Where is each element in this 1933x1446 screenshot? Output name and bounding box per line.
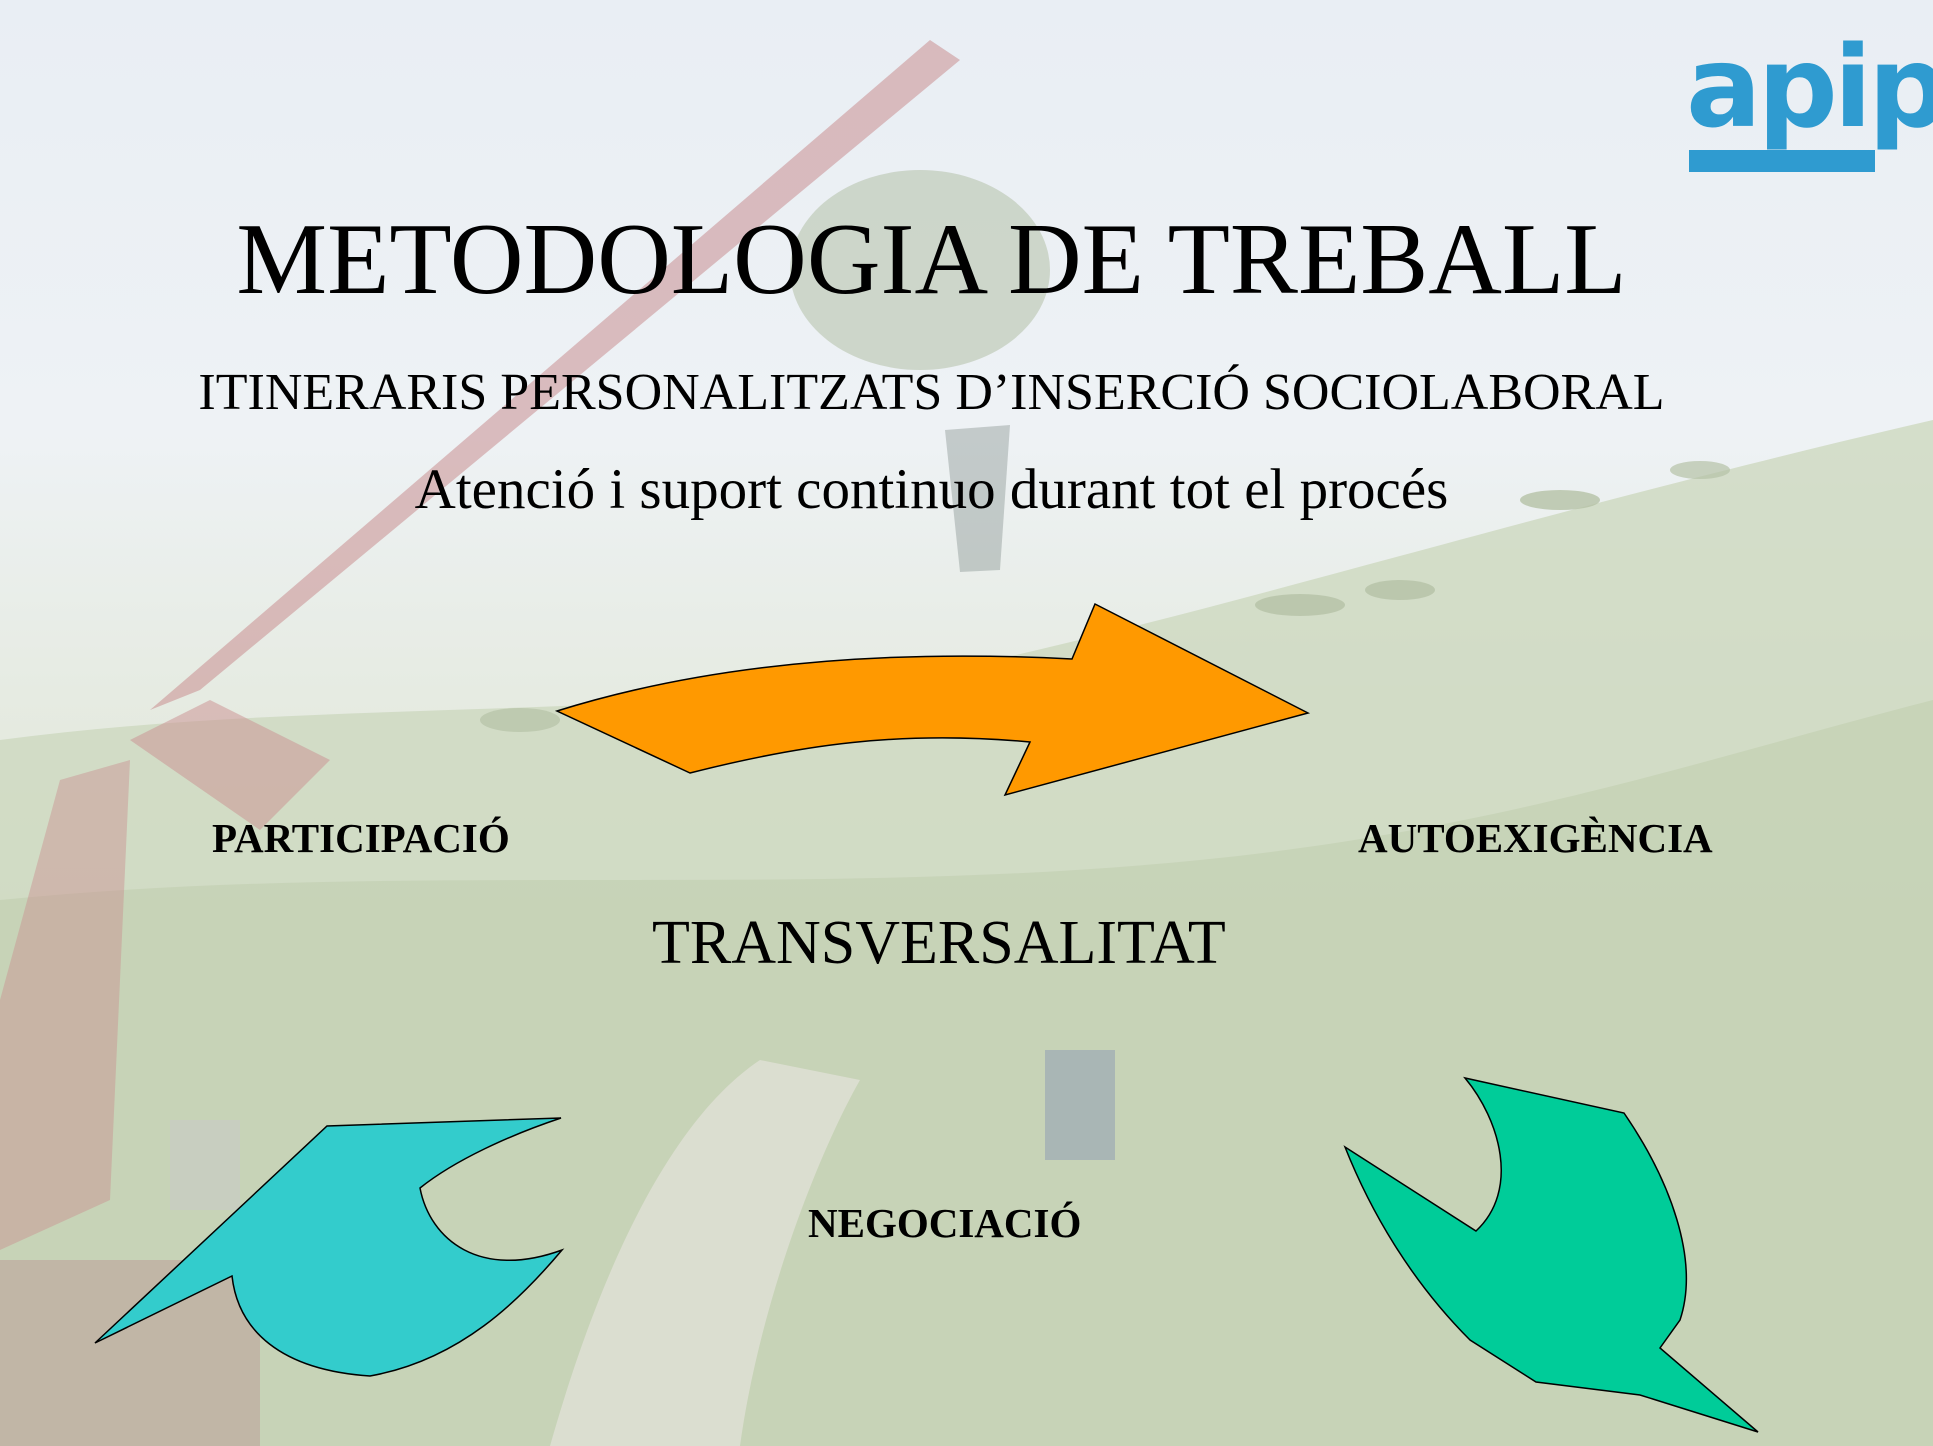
logo-text: apip	[1686, 23, 1933, 153]
slide-title: METODOLOGIA DE TREBALL	[236, 203, 1627, 316]
arrow-bottom-left	[94, 1117, 565, 1377]
node-autoexigencia: AUTOEXIGÈNCIA	[1358, 815, 1713, 861]
slide-subtitle: ITINERARIS PERSONALITZATS D’INSERCIÓ SOC…	[198, 364, 1665, 421]
node-participacio: PARTICIPACIÓ	[212, 815, 510, 861]
slide-subtitle-2: Atenció i suport continuo durant tot el …	[414, 458, 1449, 521]
arrow-bottom-right	[1343, 1076, 1759, 1433]
arrow-top	[554, 602, 1311, 797]
node-negociacio: NEGOCIACIÓ	[808, 1200, 1082, 1246]
apip-logo: apip	[1686, 23, 1933, 180]
logo-underline	[1689, 150, 1875, 172]
center-label: TRANSVERSALITAT	[652, 909, 1226, 977]
